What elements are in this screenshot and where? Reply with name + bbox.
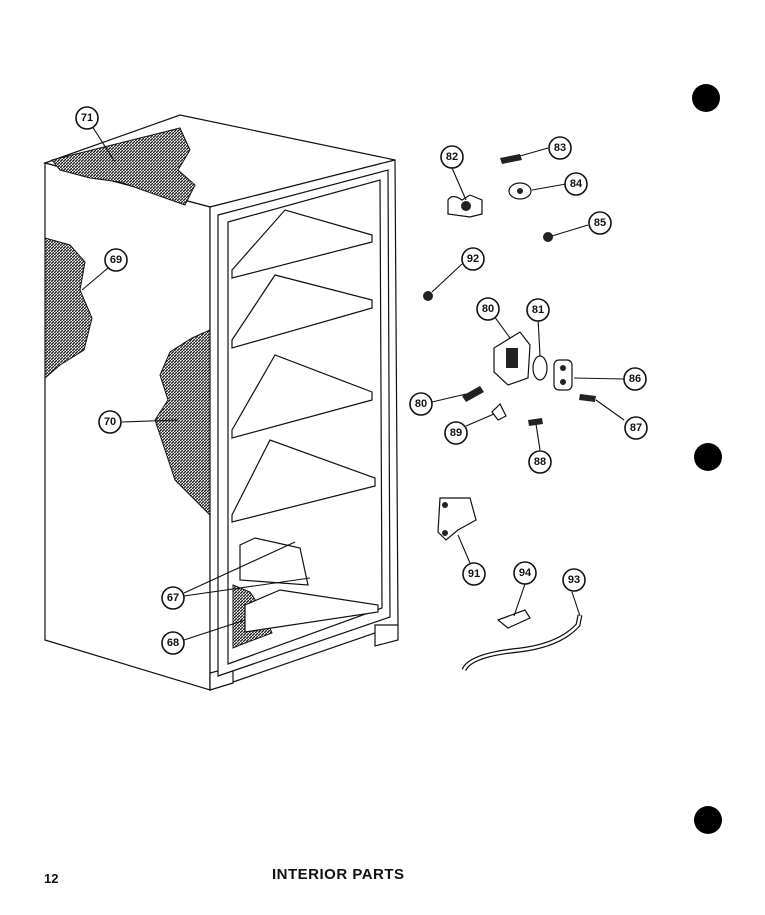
callout-93: 93 xyxy=(562,568,586,592)
callout-87: 87 xyxy=(624,416,648,440)
clip-94 xyxy=(496,609,531,629)
svg-text:68: 68 xyxy=(167,637,179,649)
svg-text:91: 91 xyxy=(468,568,480,580)
bushing-81 xyxy=(532,355,548,381)
svg-text:85: 85 xyxy=(594,217,606,229)
svg-text:84: 84 xyxy=(570,178,583,190)
screw-88 xyxy=(528,418,543,426)
screw-87 xyxy=(579,394,596,402)
callout-80-screw: 80 xyxy=(409,392,433,416)
svg-text:88: 88 xyxy=(534,456,546,468)
callout-71: 71 xyxy=(75,106,99,130)
leader-lines xyxy=(81,125,625,641)
svg-text:94: 94 xyxy=(519,567,532,579)
clip-89 xyxy=(491,402,507,421)
cord-93 xyxy=(461,614,583,672)
callout-91: 91 xyxy=(462,562,486,586)
callout-83: 83 xyxy=(548,136,572,160)
svg-text:93: 93 xyxy=(568,574,580,586)
callout-89: 89 xyxy=(444,421,468,445)
nut-85 xyxy=(543,232,553,242)
side-insulation-cutaway xyxy=(44,237,93,380)
hinge-cover-86 xyxy=(553,359,573,391)
callout-85: 85 xyxy=(588,211,612,235)
svg-text:70: 70 xyxy=(104,416,116,428)
punch-hole-icon xyxy=(692,84,720,112)
punch-hole-icon xyxy=(694,443,722,471)
page-number: 12 xyxy=(44,871,59,886)
thermostat-control xyxy=(447,194,483,218)
bracket-91 xyxy=(437,497,477,541)
callout-92: 92 xyxy=(461,247,485,271)
callout-67: 67 xyxy=(161,586,185,610)
cabinet xyxy=(42,114,399,691)
callout-68: 68 xyxy=(161,631,185,655)
svg-text:92: 92 xyxy=(467,253,479,265)
screw-80b xyxy=(462,386,484,402)
svg-text:80: 80 xyxy=(482,303,494,315)
fastener-92 xyxy=(423,291,433,301)
callout-70: 70 xyxy=(98,410,122,434)
svg-text:87: 87 xyxy=(630,422,642,434)
callout-80-bracket: 80 xyxy=(476,297,500,321)
svg-text:81: 81 xyxy=(532,304,544,316)
punch-hole-icon xyxy=(694,806,722,834)
callout-69: 69 xyxy=(104,248,128,272)
svg-text:80: 80 xyxy=(415,398,427,410)
svg-text:67: 67 xyxy=(167,592,179,604)
svg-text:69: 69 xyxy=(110,254,122,266)
callout-86: 86 xyxy=(623,367,647,391)
svg-text:82: 82 xyxy=(446,151,458,163)
shelves xyxy=(231,209,379,633)
knob-84 xyxy=(508,182,532,200)
callout-94: 94 xyxy=(513,561,537,585)
svg-text:83: 83 xyxy=(554,142,566,154)
back-insulation-cutaway xyxy=(154,329,211,517)
svg-text:86: 86 xyxy=(629,373,641,385)
page-title: INTERIOR PARTS xyxy=(272,866,405,883)
screw-83 xyxy=(500,154,522,164)
svg-text:89: 89 xyxy=(450,427,462,439)
callout-81: 81 xyxy=(526,298,550,322)
svg-text:71: 71 xyxy=(81,112,93,124)
hinge-bracket-80 xyxy=(493,331,531,386)
top-insulation-cutaway xyxy=(51,127,196,206)
callout-82-control: 82 xyxy=(440,145,464,169)
callout-88: 88 xyxy=(528,450,552,474)
callout-84: 84 xyxy=(564,172,588,196)
